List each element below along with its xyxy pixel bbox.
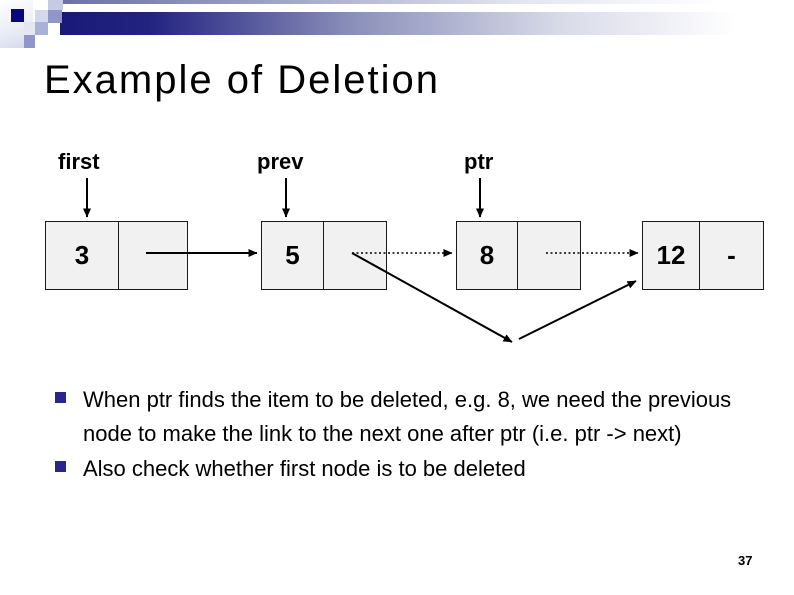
list-node: 3 xyxy=(45,221,188,290)
pointer-label-ptr: ptr xyxy=(464,149,494,174)
page-number: 37 xyxy=(738,553,753,568)
pointer-label-first: first xyxy=(58,149,100,174)
pointer-label-prev: prev xyxy=(257,149,304,174)
bullet-square-icon xyxy=(55,461,66,472)
header-main-bar xyxy=(60,12,794,35)
slide-title: Example of Deletion xyxy=(44,58,440,102)
list-node: 5 xyxy=(261,221,387,290)
bullet-item: Also check whether first node is to be d… xyxy=(55,452,761,486)
node-data-cell: 3 xyxy=(46,222,119,289)
list-node: 12 - xyxy=(642,221,764,290)
header-thin-bar xyxy=(55,0,794,4)
bullet-text: When ptr finds the item to be deleted, e… xyxy=(83,387,732,446)
decor-square xyxy=(35,22,48,35)
node-next-cell: - xyxy=(727,240,736,270)
decor-square xyxy=(48,0,63,10)
node-data-cell: 5 xyxy=(262,222,324,289)
node-next-cell xyxy=(119,222,187,289)
decor-square xyxy=(24,35,35,48)
decor-square xyxy=(48,10,62,23)
bullet-text: Also check whether first node is to be d… xyxy=(83,456,526,481)
node-next-cell xyxy=(518,222,580,289)
node-data-cell: 12 xyxy=(643,222,700,289)
decor-square xyxy=(11,9,24,22)
list-node: 8 xyxy=(456,221,581,290)
decor-square xyxy=(24,22,35,35)
bullet-square-icon xyxy=(55,392,66,403)
node-data-cell: 8 xyxy=(457,222,518,289)
node-next-cell xyxy=(324,222,386,289)
bullet-item: When ptr finds the item to be deleted, e… xyxy=(55,383,761,451)
bullet-list: When ptr finds the item to be deleted, e… xyxy=(55,383,761,487)
decor-square xyxy=(35,10,48,23)
